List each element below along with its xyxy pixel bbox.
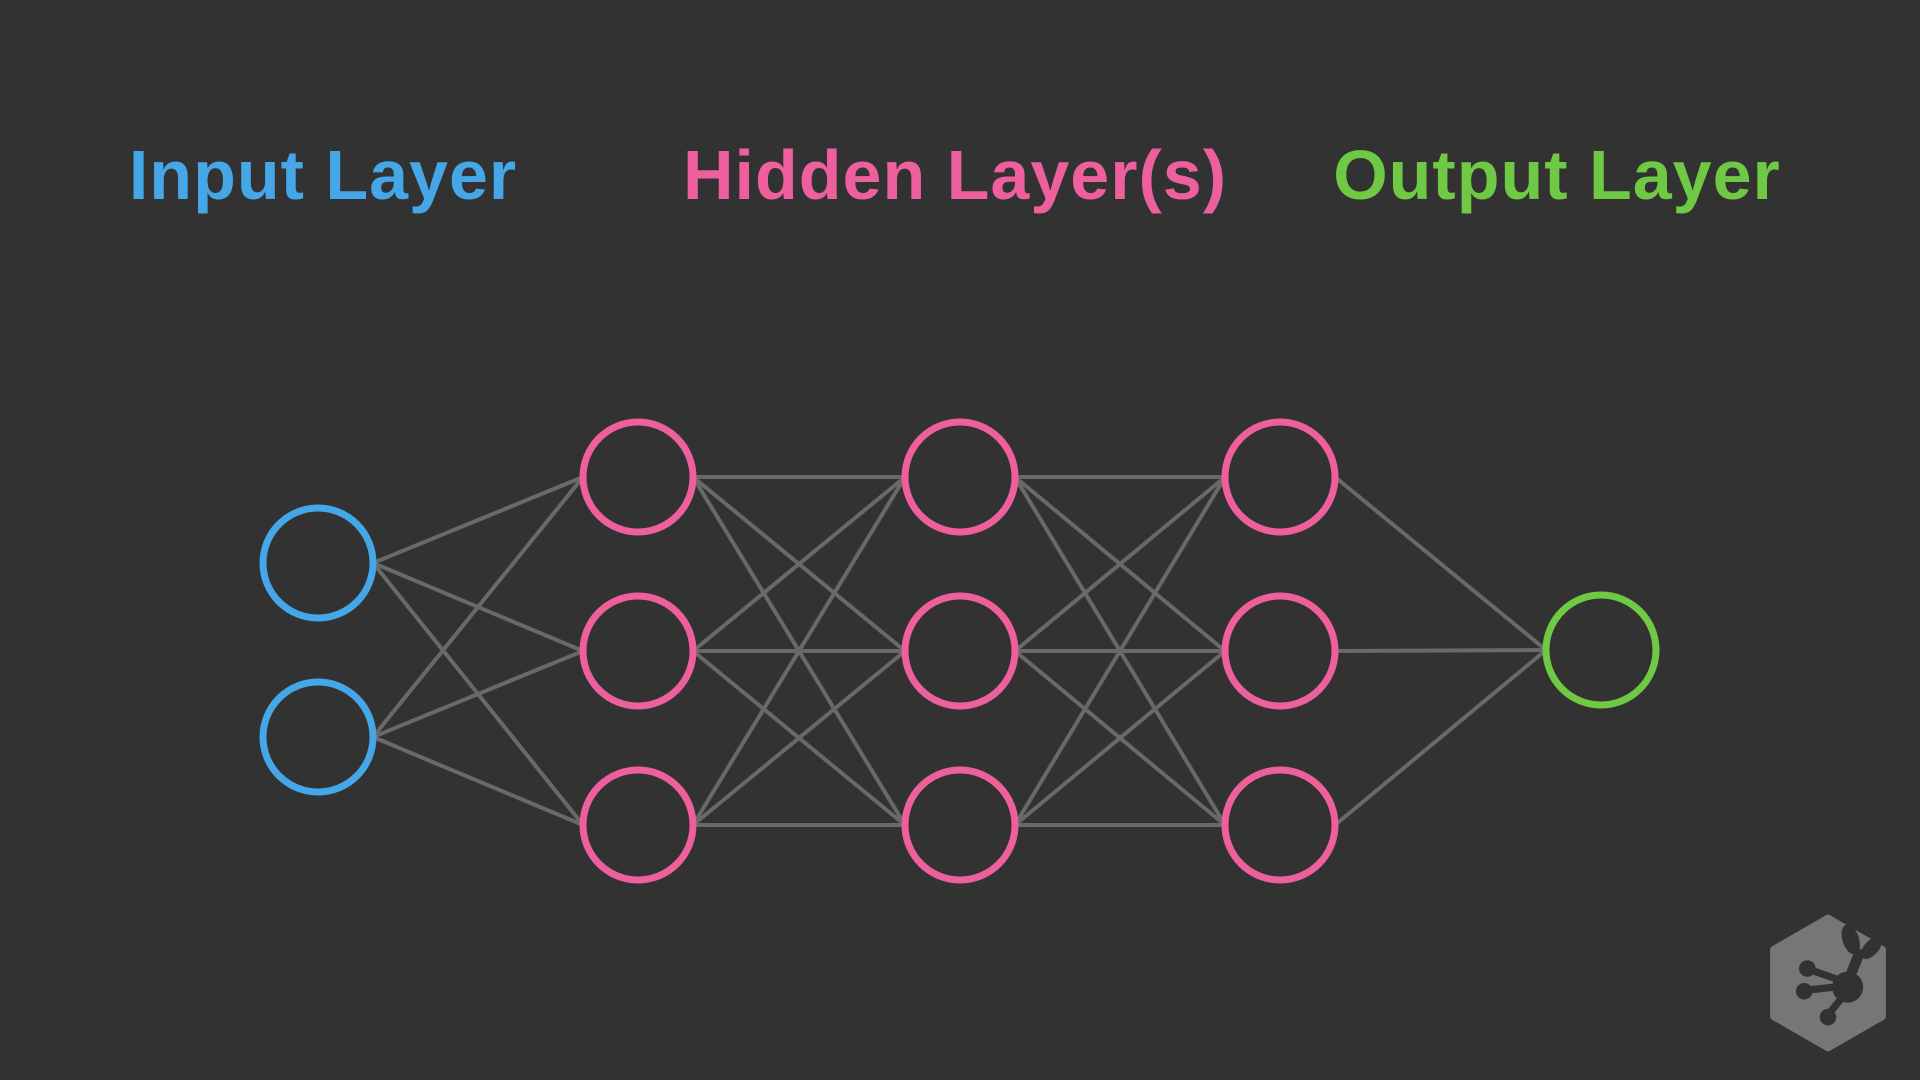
hidden-2-node bbox=[901, 766, 1019, 884]
hidden-1-node bbox=[579, 592, 697, 710]
edge-line bbox=[1013, 649, 1227, 827]
edge-line bbox=[691, 649, 907, 827]
edge-line bbox=[1334, 648, 1547, 653]
logo-toe bbox=[1795, 983, 1813, 1000]
edge-line bbox=[691, 475, 907, 827]
edge-line bbox=[691, 475, 907, 653]
hidden-1-node bbox=[579, 766, 697, 884]
label-output-layer: Output Layer bbox=[1333, 136, 1781, 214]
hidden-2-node bbox=[901, 418, 1019, 536]
edge-line bbox=[372, 735, 584, 827]
hidden-3-node bbox=[1221, 592, 1339, 710]
edge-line bbox=[1013, 475, 1227, 827]
hidden-3-node bbox=[1221, 418, 1339, 536]
logo-stem bbox=[1845, 948, 1865, 980]
edge-line bbox=[1013, 475, 1227, 653]
logo-toe bbox=[1799, 960, 1816, 977]
output-node bbox=[1542, 591, 1660, 709]
edge-line bbox=[1333, 648, 1548, 827]
hidden-2-node bbox=[901, 592, 1019, 710]
hidden-1-node bbox=[579, 418, 697, 536]
logo-hexagon bbox=[1770, 914, 1886, 1052]
logo-toe bbox=[1819, 1008, 1837, 1026]
logo-footprint-cutout bbox=[1795, 924, 1882, 1026]
input-node bbox=[259, 678, 377, 796]
edge-line bbox=[1333, 475, 1548, 652]
logo-palm bbox=[1832, 971, 1864, 1003]
edge-line bbox=[371, 475, 585, 739]
input-node bbox=[259, 504, 377, 622]
edge-line bbox=[372, 475, 584, 565]
hidden-3-node bbox=[1221, 766, 1339, 884]
label-hidden-layers: Hidden Layer(s) bbox=[683, 136, 1227, 214]
treehouse-logo bbox=[1770, 914, 1886, 1052]
logo-leaf-left bbox=[1841, 924, 1860, 955]
label-input-layer: Input Layer bbox=[128, 136, 518, 214]
logo-leaf-right bbox=[1860, 936, 1882, 959]
edge-line bbox=[372, 649, 584, 739]
